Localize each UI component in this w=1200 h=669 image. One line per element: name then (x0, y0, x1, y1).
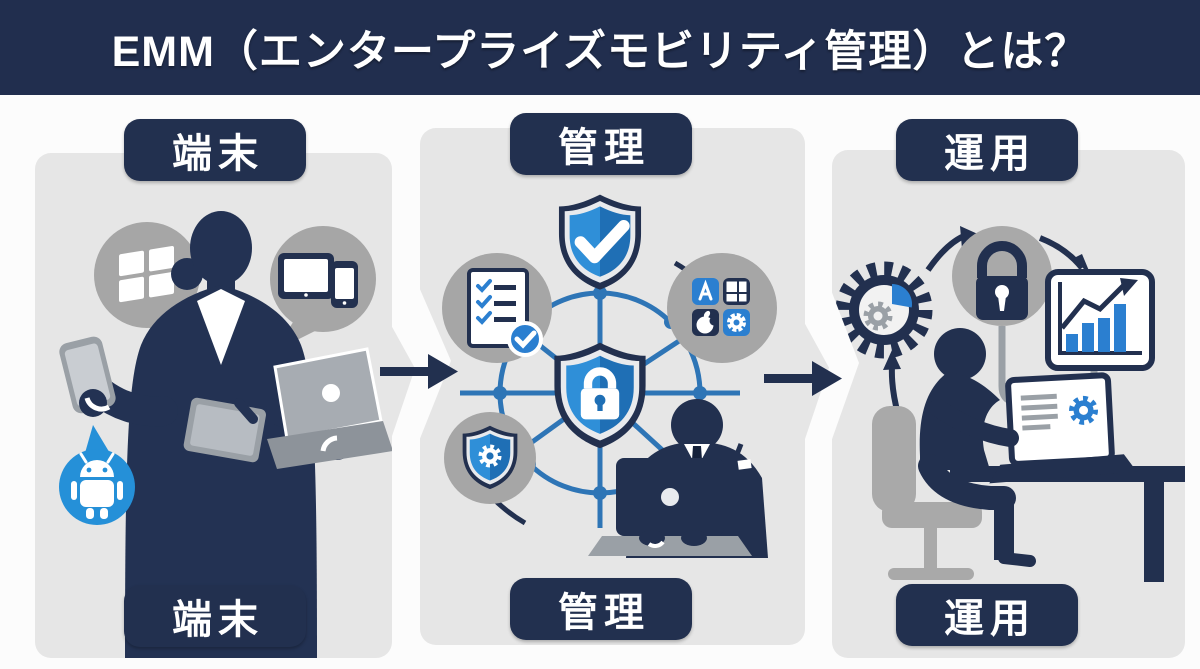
laptop-icon (267, 347, 392, 469)
pointing-finger (234, 398, 258, 424)
header-bar: EMM（エンタープライズモビリティ管理）とは？ (0, 0, 1200, 95)
checklist-icon (442, 253, 552, 363)
worker-arm (929, 399, 1019, 447)
right-arrow-icon (764, 361, 842, 396)
windows-logo-icon (119, 246, 174, 303)
label-devices-top: 端末 (124, 119, 306, 181)
gear-pie-icon (835, 261, 933, 359)
devices-illustration (59, 211, 392, 658)
padlock-icon (952, 226, 1052, 326)
panel-management (420, 128, 805, 645)
panel-operation (832, 150, 1185, 658)
tablet-icon (278, 253, 334, 299)
desk (950, 466, 1185, 582)
laptop-gear-screen-icon (989, 372, 1137, 484)
label-operation-bottom: 運用 (896, 584, 1078, 646)
cuff (320, 435, 338, 452)
up-arrow-icon (883, 350, 901, 415)
app-icons-group (667, 253, 777, 363)
android-icon (59, 425, 135, 525)
label-management-top: 管理 (510, 113, 692, 175)
windows-logo-icon (723, 278, 750, 305)
operation-illustration (835, 226, 1185, 582)
laptop-icon (588, 458, 752, 556)
management-illustration (442, 194, 777, 558)
shield-lock-icon (554, 342, 646, 449)
shield-check-icon (558, 194, 642, 290)
hand (79, 389, 107, 417)
right-arrow-icon (380, 354, 458, 389)
smartphone-icon (331, 261, 358, 308)
page-title: EMM（エンタープライズモビリティ管理）とは？ (111, 27, 1089, 76)
cuff (84, 397, 111, 412)
label-operation-top: 運用 (896, 119, 1078, 181)
app-store-icon (692, 278, 719, 305)
label-management-bottom: 管理 (510, 578, 692, 640)
apple-logo-icon (692, 309, 719, 336)
office-chair-icon (872, 406, 982, 580)
growth-chart-icon (1045, 269, 1155, 371)
label-devices-bottom: 端末 (124, 585, 306, 647)
shield-gear-icon (444, 412, 536, 504)
businesswoman-silhouette (84, 211, 352, 658)
admin-at-laptop-silhouette (588, 399, 768, 558)
settings-gear-icon (723, 309, 750, 336)
panel-devices (35, 153, 392, 658)
